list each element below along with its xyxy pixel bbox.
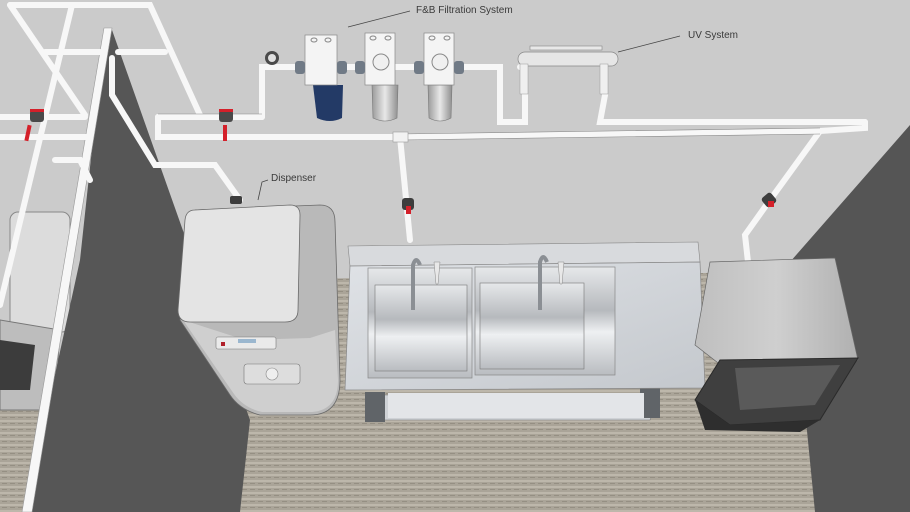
filter-1: [295, 34, 347, 121]
filtration-system-label: F&B Filtration System: [416, 5, 513, 16]
uv-system-label: UV System: [688, 30, 739, 41]
ice-machine: [694, 257, 859, 432]
filter-2: [355, 32, 399, 122]
left-partition: [25, 28, 250, 512]
uv-unit: [517, 45, 619, 95]
dispenser-label: Dispenser: [271, 173, 317, 184]
shutoff-valves: [24, 109, 777, 214]
double-sink: [344, 241, 706, 422]
pressure-gauge: [265, 51, 279, 65]
filter-3: [414, 32, 464, 122]
water-dispenser: [177, 196, 341, 416]
tee-fitting: [392, 131, 409, 143]
